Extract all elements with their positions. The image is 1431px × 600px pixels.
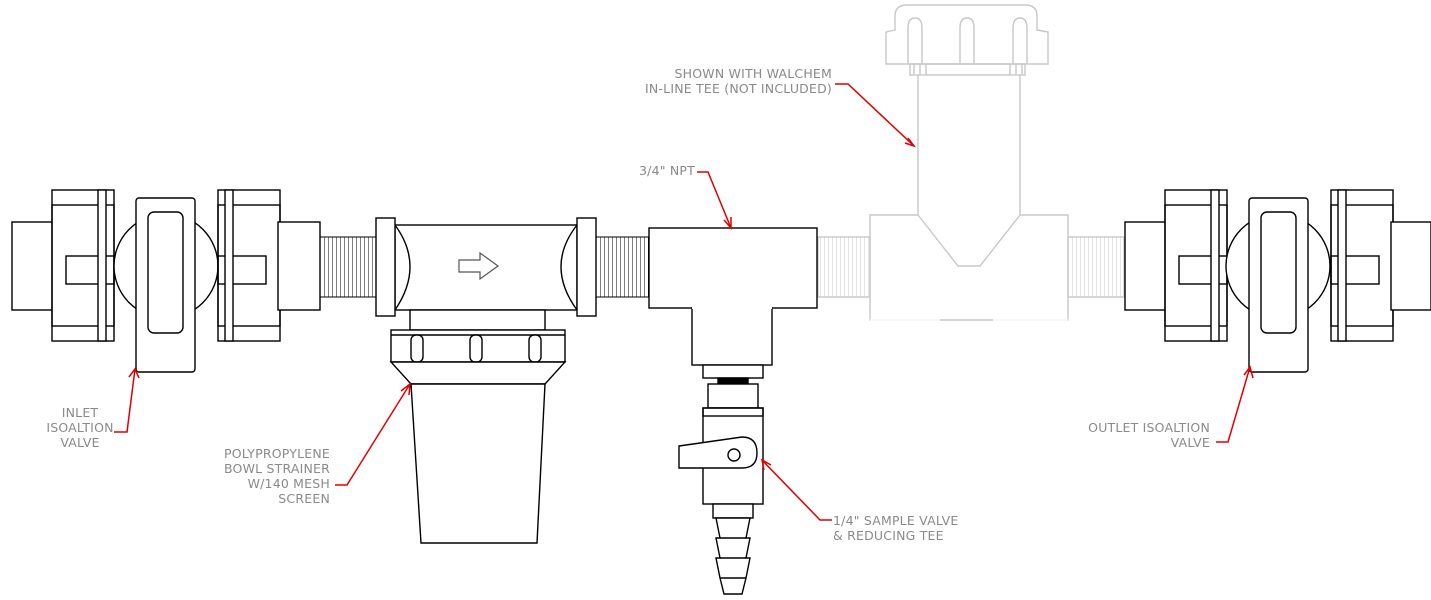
flow-arrow-icon bbox=[458, 251, 500, 281]
walchem-tee-label-line1: SHOWN WITH WALCHEM bbox=[674, 66, 832, 81]
reducing-tee bbox=[648, 227, 818, 409]
walchem-inline-tee-ghost bbox=[817, 4, 1125, 321]
inlet-isolation-valve bbox=[11, 189, 321, 373]
outlet-valve-label-line1: OUTLET ISOALTION bbox=[1088, 420, 1210, 435]
outlet-isolation-valve bbox=[1124, 189, 1431, 373]
pipe-nipple-threads bbox=[319, 236, 377, 298]
npt-label: 3/4" NPT bbox=[560, 163, 695, 178]
pipe-nipple-threads bbox=[595, 236, 650, 298]
inlet-valve-label-line2: ISOALTION bbox=[46, 420, 114, 435]
inlet-valve-label-line1: INLET bbox=[61, 405, 99, 420]
strainer-label-line4: SCREEN bbox=[278, 491, 330, 506]
strainer-label: POLYPROPYLENE BOWL STRAINER W/140 MESH S… bbox=[170, 446, 330, 506]
sample-valve-label-line1: 1/4" SAMPLE VALVE bbox=[833, 513, 959, 528]
sample-valve bbox=[678, 407, 764, 595]
sample-valve-label: 1/4" SAMPLE VALVE & REDUCING TEE bbox=[833, 513, 1033, 543]
npt-label-line1: 3/4" NPT bbox=[639, 163, 695, 178]
inlet-valve-label-line3: VALVE bbox=[60, 435, 100, 450]
inlet-valve-label: INLET ISOALTION VALVE bbox=[30, 405, 130, 450]
strainer-label-line2: BOWL STRAINER bbox=[223, 461, 330, 476]
strainer-label-line3: W/140 MESH bbox=[247, 476, 330, 491]
sample-valve-label-line2: & REDUCING TEE bbox=[833, 528, 944, 543]
walchem-tee-label: SHOWN WITH WALCHEM IN-LINE TEE (NOT INCL… bbox=[600, 66, 832, 96]
outlet-valve-label: OUTLET ISOALTION VALVE bbox=[1030, 420, 1210, 450]
strainer-label-line1: POLYPROPYLENE bbox=[224, 446, 330, 461]
leader-lines bbox=[114, 83, 1254, 521]
walchem-tee-label-line2: IN-LINE TEE (NOT INCLUDED) bbox=[645, 81, 832, 96]
outlet-valve-label-line2: VALVE bbox=[1170, 435, 1210, 450]
